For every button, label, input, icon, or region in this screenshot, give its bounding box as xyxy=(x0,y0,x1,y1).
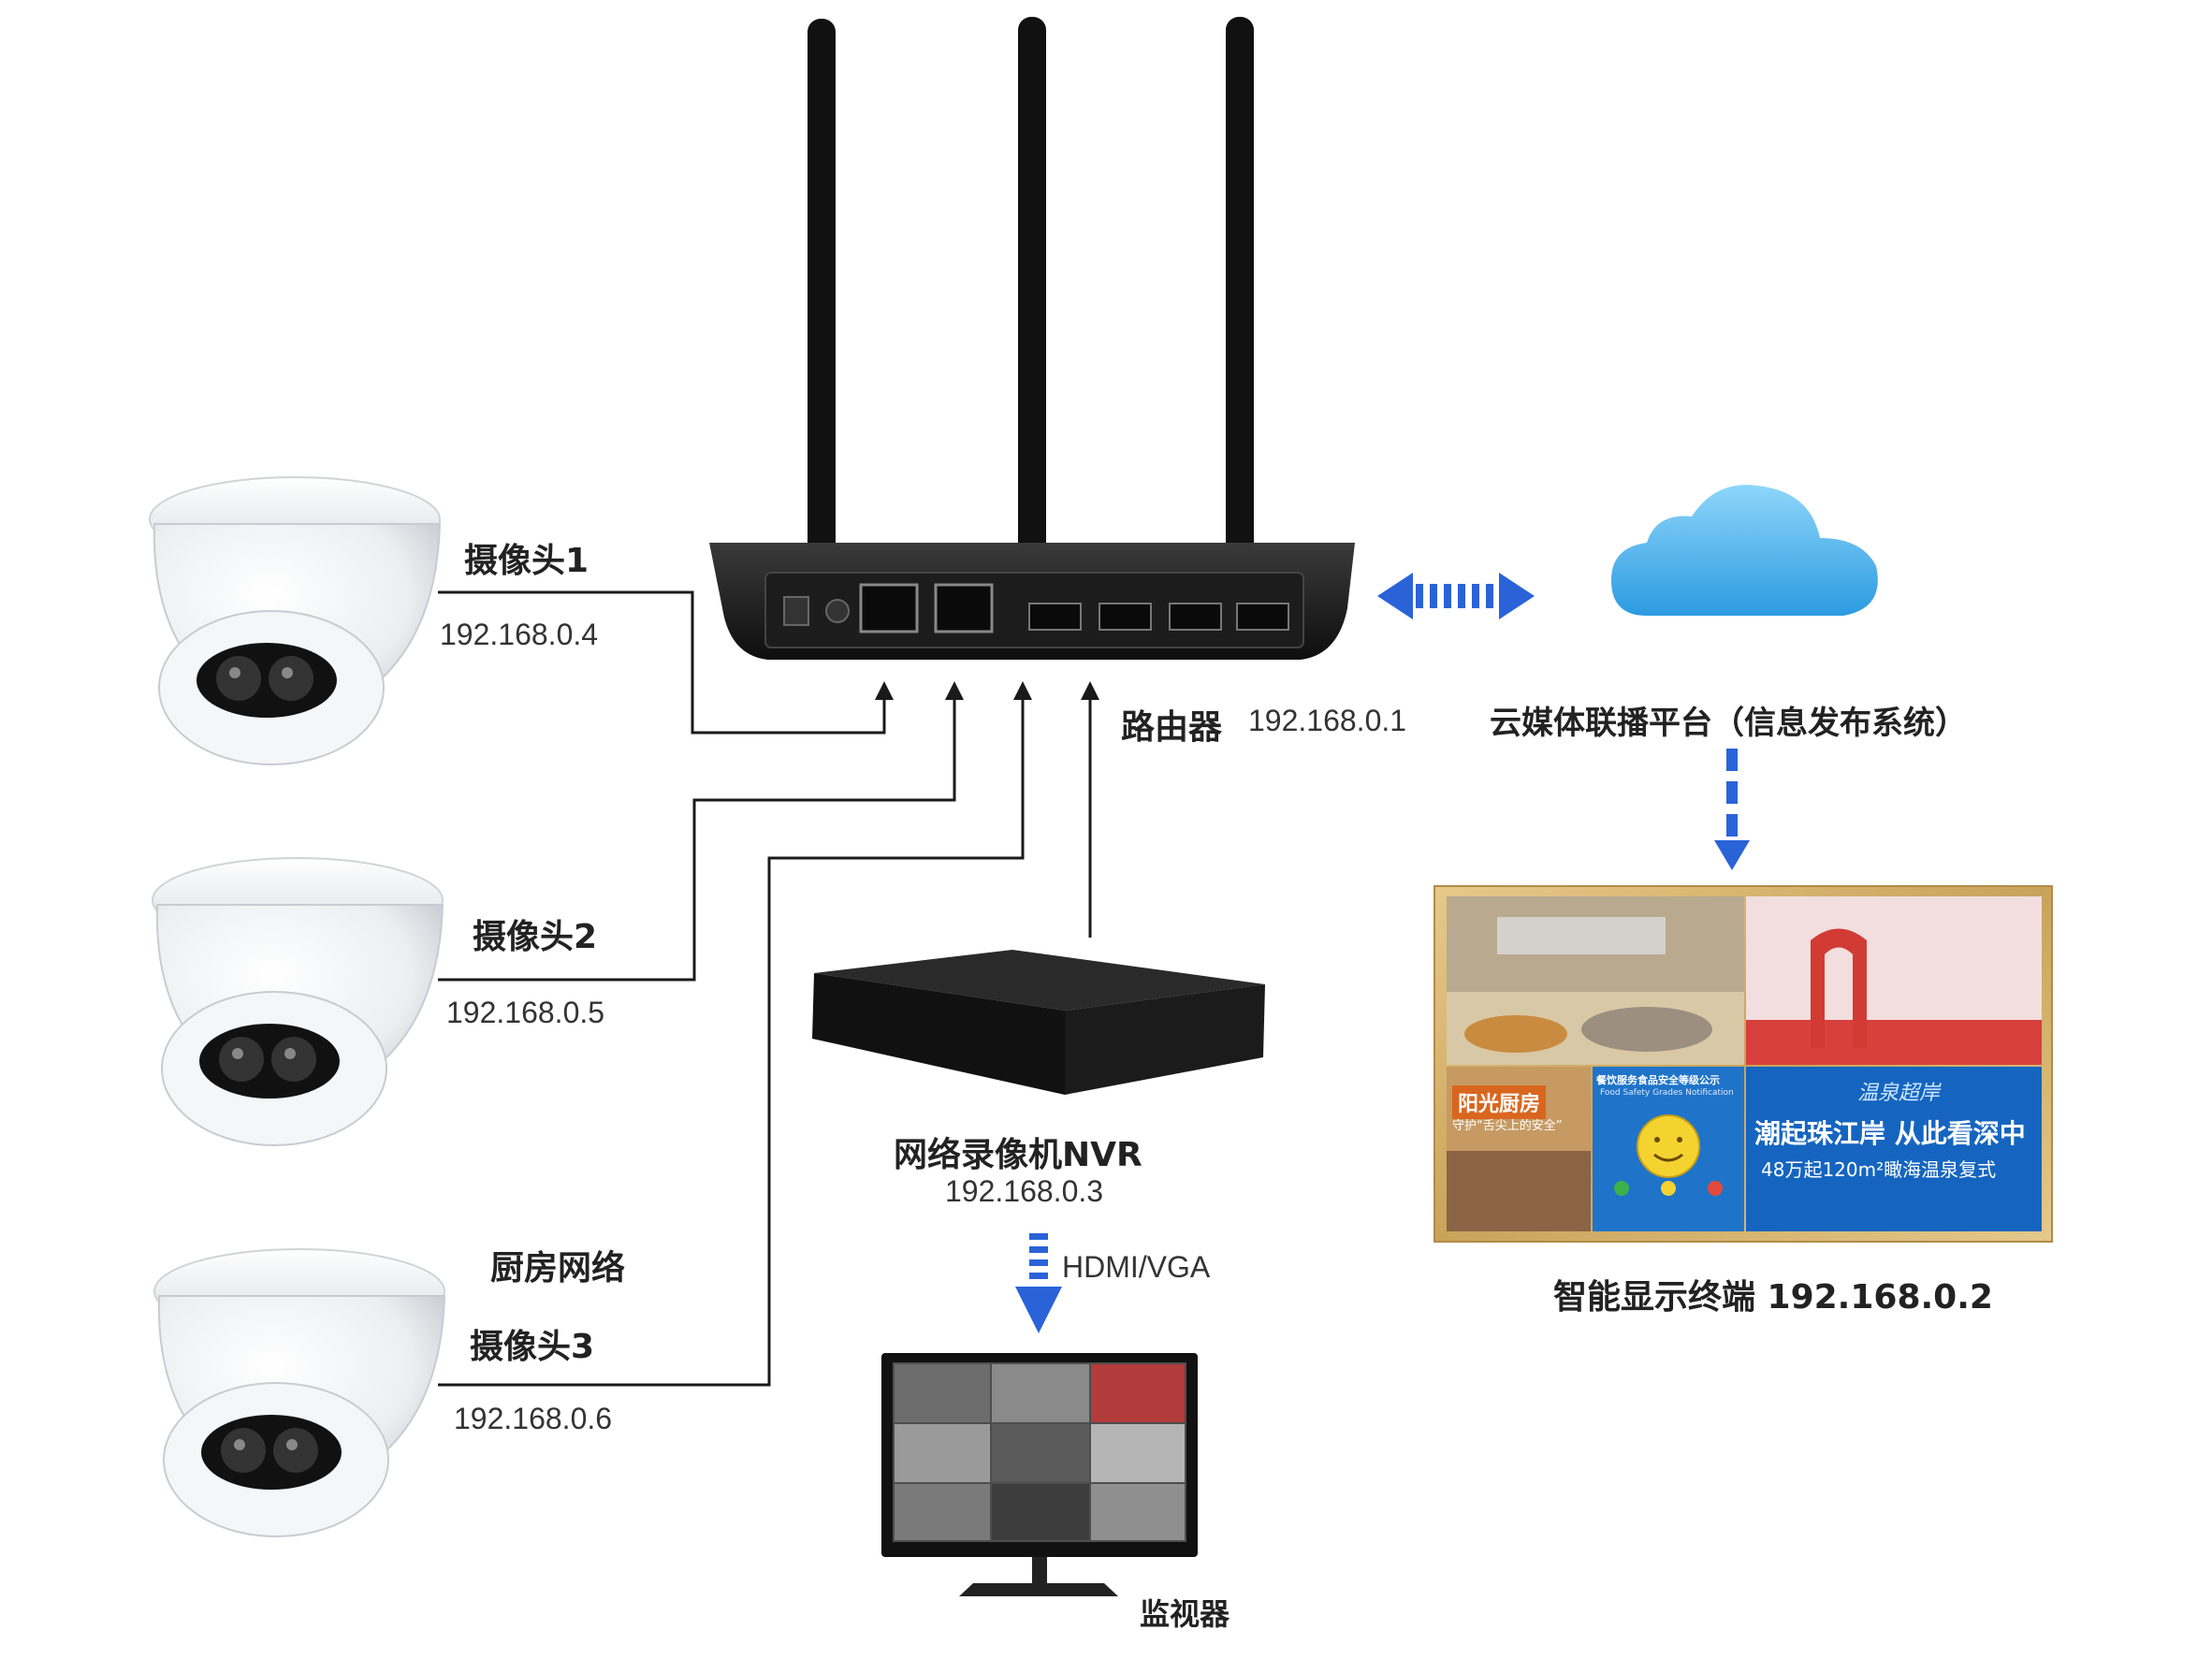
display-sunshine-kitchen-title: 阳光厨房 xyxy=(1452,1085,1547,1119)
monitor-label: 监视器 xyxy=(1140,1596,1230,1632)
arrowhead-port2 xyxy=(945,681,964,700)
camera-3-ip: 192.168.0.6 xyxy=(454,1402,613,1435)
camera-3-group-label: 厨房网络 xyxy=(490,1249,626,1288)
connection-lines xyxy=(438,590,1092,1387)
smart-display-label: 智能显示终端 192.168.0.2 xyxy=(1553,1278,1993,1317)
camera-3-device xyxy=(153,1248,446,1537)
smiley-face-icon xyxy=(1637,1114,1700,1178)
camera-2-device xyxy=(152,857,444,1146)
lan-port-2 xyxy=(934,583,994,633)
antenna-right xyxy=(1226,17,1254,560)
lan-port-1 xyxy=(859,583,919,633)
hdmi-vga-label: HDMI/VGA xyxy=(1062,1250,1211,1284)
camera-1-label: 摄像头1 xyxy=(464,542,589,580)
display-notice-sub: Food Safety Grades Notification xyxy=(1600,1088,1734,1098)
arrow-dash-2 xyxy=(1430,584,1437,608)
antenna-center xyxy=(1018,17,1046,560)
arrow-dash-5 xyxy=(1472,584,1479,608)
display-notice-title: 餐饮服务食品安全等级公示 xyxy=(1596,1074,1720,1086)
usb-port-1 xyxy=(1028,603,1082,631)
camera-2-label: 摄像头2 xyxy=(473,918,598,956)
router-label: 路由器 xyxy=(1121,708,1223,747)
nvr-label: 网络录像机NVR xyxy=(894,1136,1142,1174)
router-device xyxy=(709,17,1355,660)
arrow-dash-3 xyxy=(1444,584,1451,608)
power-button xyxy=(783,596,809,626)
arrow-dash-6 xyxy=(1486,584,1493,608)
router-cloud-arrow xyxy=(1377,573,1535,619)
arrowhead-port4 xyxy=(1081,681,1099,700)
antenna-left xyxy=(808,19,836,561)
display-ad-line1: 潮起珠江岸 从此看深中 xyxy=(1754,1118,2026,1149)
arrowhead-port1 xyxy=(875,681,894,700)
cloud-platform-label: 云媒体联播平台（信息发布系统） xyxy=(1490,705,1967,742)
monitor-device xyxy=(881,1353,1198,1596)
arrowhead-port3 xyxy=(1013,681,1032,700)
arrow-right-head xyxy=(1499,573,1535,619)
arrow-left-head xyxy=(1377,573,1413,619)
display-panel-ad xyxy=(1746,1067,2042,1231)
camera-1-ip: 192.168.0.4 xyxy=(440,618,599,651)
arrow-dash-1 xyxy=(1416,584,1423,608)
nvr-device xyxy=(812,950,1265,1095)
display-sunshine-kitchen-sub: 守护“舌尖上的安全” xyxy=(1452,1119,1563,1133)
arrow-dash-4 xyxy=(1458,584,1465,608)
reset-hole xyxy=(825,599,850,623)
usb-port-2 xyxy=(1099,603,1152,631)
usb-port-4 xyxy=(1236,603,1289,631)
router-ip: 192.168.0.1 xyxy=(1248,704,1407,737)
nvr-monitor-arrow xyxy=(1015,1233,1062,1333)
cloud-display-arrow xyxy=(1714,749,1750,870)
line-camera1-router xyxy=(438,590,886,735)
camera-1-device xyxy=(149,476,442,765)
router-port-arrowheads xyxy=(875,681,1099,700)
display-ad-line2: 48万起120m²瞰海温泉复式 xyxy=(1761,1158,1997,1181)
cloud-icon xyxy=(1611,485,1878,616)
line-camera3-router xyxy=(438,688,1025,1387)
line-camera2-router xyxy=(438,688,956,982)
display-ad-brand: 温泉超岸 xyxy=(1857,1082,1941,1105)
usb-port-3 xyxy=(1169,603,1222,631)
smart-display-device xyxy=(1433,885,2053,1243)
camera-2-ip: 192.168.0.5 xyxy=(446,996,605,1029)
camera-3-label: 摄像头3 xyxy=(470,1328,595,1366)
nvr-ip: 192.168.0.3 xyxy=(945,1174,1104,1208)
